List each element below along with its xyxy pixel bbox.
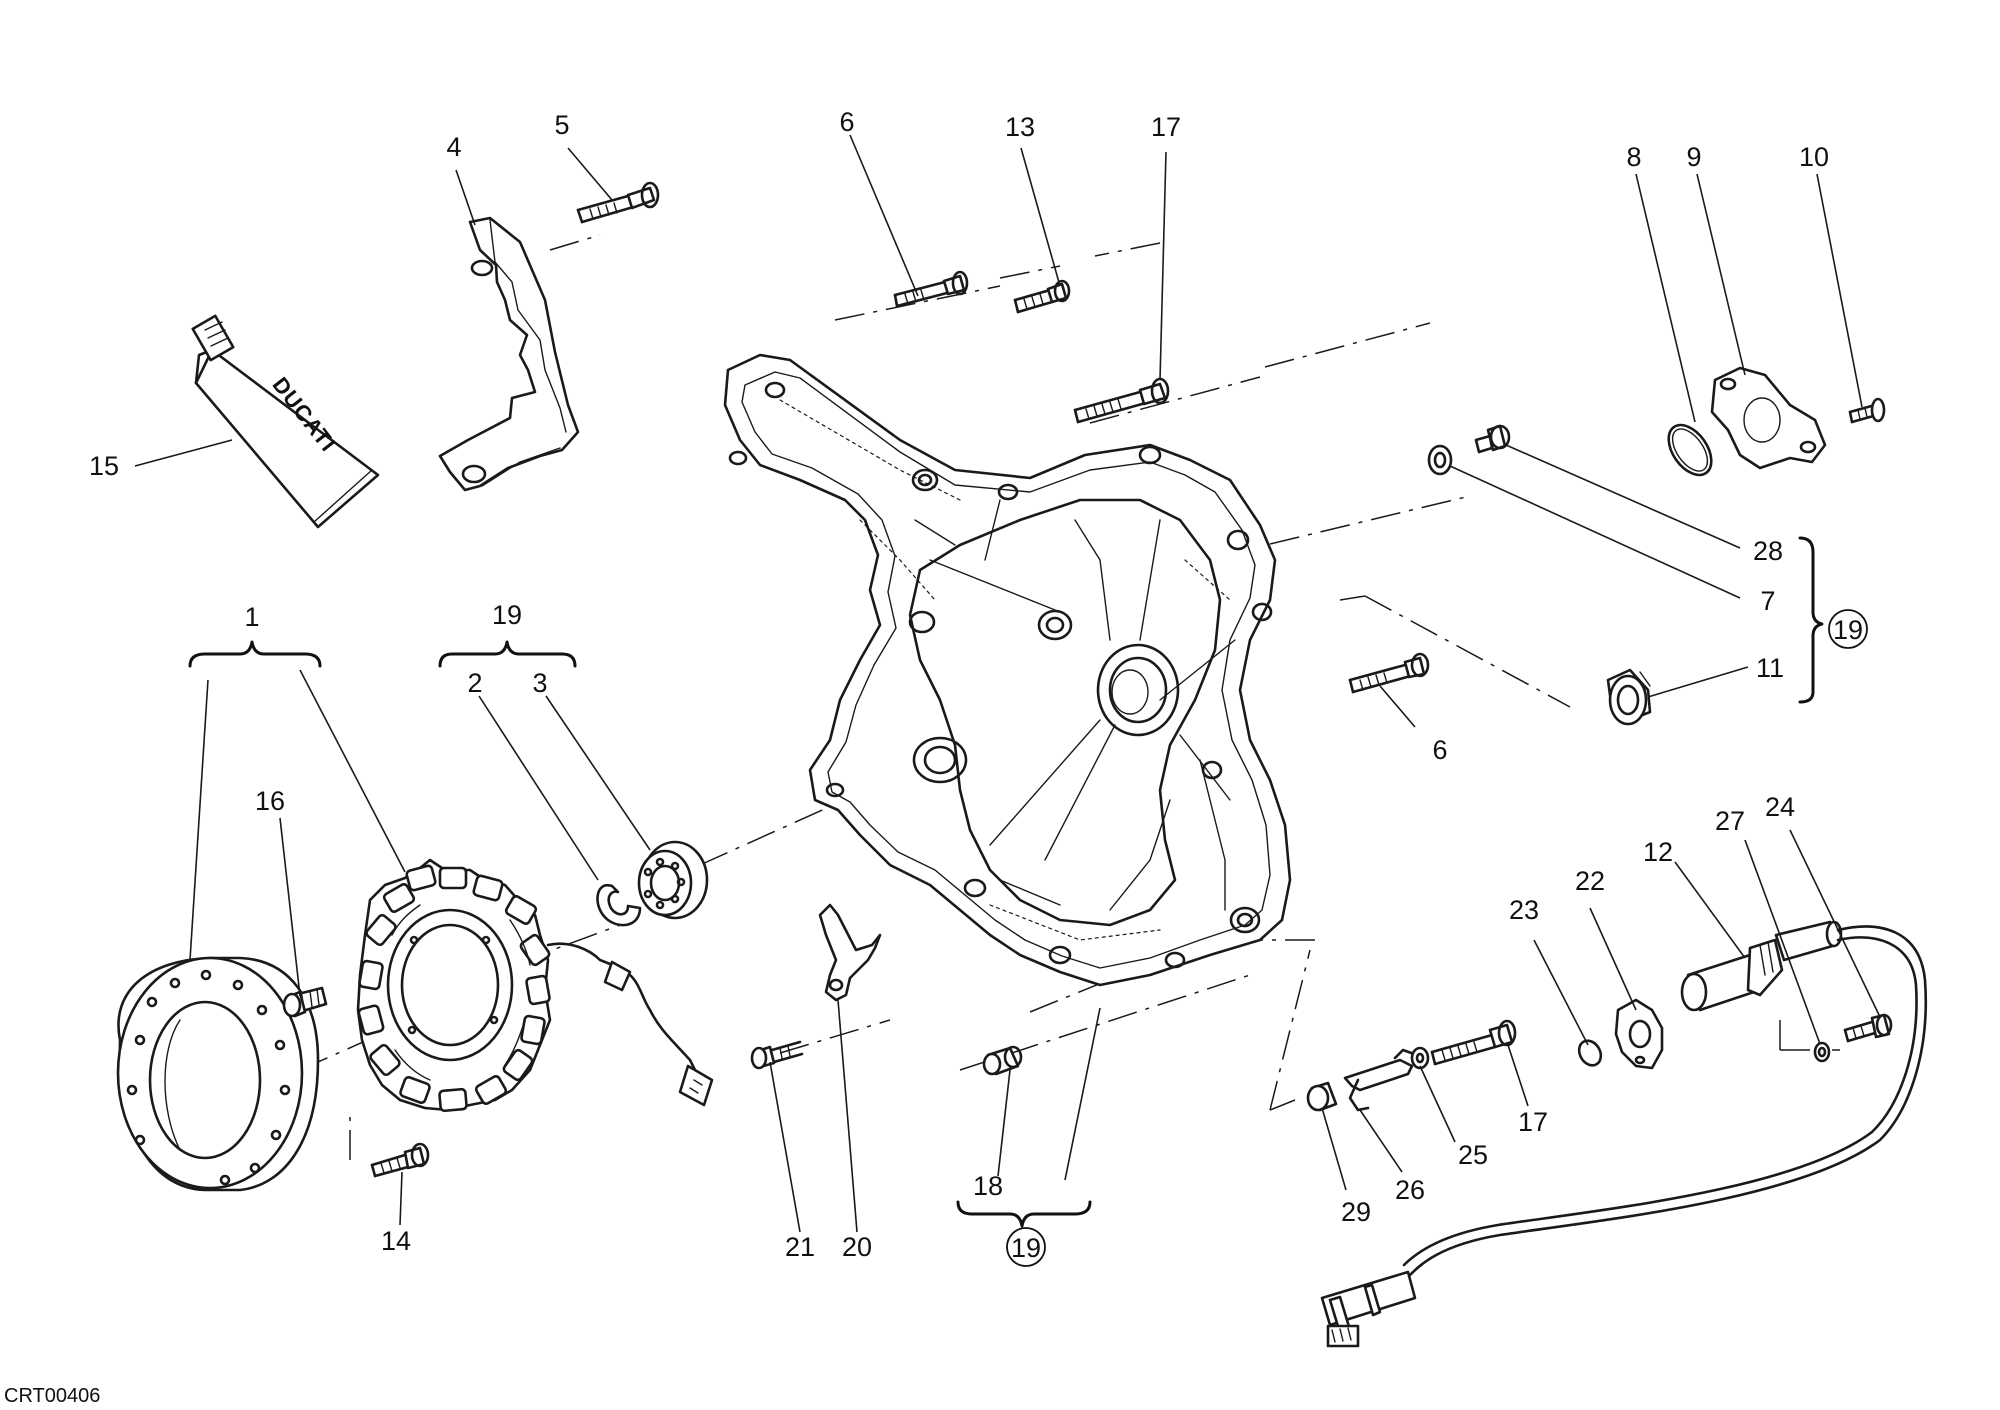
label-part-20: 20 [842, 1232, 872, 1262]
label-part-23: 23 [1509, 895, 1539, 925]
pickup-sensor-part-12 [1680, 920, 1843, 1012]
label-part-5: 5 [554, 110, 569, 140]
group-circle-bottom-label: 19 [1011, 1233, 1041, 1263]
label-part-22: 22 [1575, 866, 1605, 896]
sensor-flange-part-22 [1614, 998, 1664, 1070]
label-part-4: 4 [446, 132, 461, 162]
label-part-29: 29 [1341, 1197, 1371, 1227]
screw-part-28 [1474, 424, 1511, 454]
washer-part-7 [1427, 444, 1453, 476]
label-part-7: 7 [1760, 586, 1775, 616]
label-part-6-right: 6 [1432, 735, 1447, 765]
label-part-9: 9 [1686, 142, 1701, 172]
group-circles: 19 19 [1006, 609, 1868, 1267]
screw-part-17-top [1073, 377, 1170, 424]
label-part-26: 26 [1395, 1175, 1425, 1205]
label-part-14: 14 [381, 1226, 411, 1256]
spacer-part-29 [1306, 1081, 1338, 1112]
o-ring-part-8 [1667, 423, 1713, 477]
label-part-28: 28 [1753, 536, 1783, 566]
cover-bracket-part-4 [438, 216, 580, 492]
label-part-12: 12 [1643, 837, 1673, 867]
label-part-2: 2 [467, 668, 482, 698]
screw-part-13 [1013, 279, 1071, 314]
label-part-13: 13 [1005, 112, 1035, 142]
label-part-19-top: 19 [492, 600, 522, 630]
o-ring-part-23 [1577, 1039, 1603, 1067]
label-part-6-top: 6 [839, 107, 854, 137]
label-part-8: 8 [1626, 142, 1641, 172]
dowel-part-18 [982, 1045, 1023, 1076]
washer-part-25 [1410, 1046, 1430, 1070]
grease-tube-part-15: DUCATI [191, 314, 380, 529]
label-part-17-top: 17 [1151, 112, 1181, 142]
screw-part-5 [576, 181, 660, 224]
brace-part-1 [188, 640, 322, 668]
label-part-16: 16 [255, 786, 285, 816]
label-part-1: 1 [244, 602, 259, 632]
label-part-15: 15 [89, 451, 119, 481]
brace-part-19-right [1798, 536, 1824, 704]
spring-clip-part-26 [1343, 1048, 1416, 1112]
brace-part-19-bottom [956, 1200, 1092, 1228]
sensor-cable [1320, 925, 1927, 1348]
washer-part-27 [1813, 1041, 1831, 1063]
flange-cover-part-9 [1710, 366, 1827, 470]
braces [188, 536, 1824, 1228]
label-part-10: 10 [1799, 142, 1829, 172]
brace-part-19-top [438, 640, 577, 668]
screw-part-14 [370, 1142, 430, 1178]
drawing-code: CRT00406 [4, 1385, 100, 1407]
screw-part-16 [282, 986, 328, 1018]
group-circle-right-label: 19 [1833, 615, 1863, 645]
screw-part-17-bottom [1430, 1019, 1517, 1066]
screw-part-21 [750, 1040, 804, 1070]
alternator-cover [723, 353, 1292, 987]
label-part-24: 24 [1765, 792, 1795, 822]
label-part-27: 27 [1715, 806, 1745, 836]
screw-part-10 [1848, 397, 1886, 424]
label-part-3: 3 [532, 668, 547, 698]
screw-part-24 [1843, 1013, 1893, 1043]
group-circle-right [1828, 609, 1868, 649]
screw-part-6-right [1348, 652, 1430, 694]
leader-lines [134, 134, 1881, 1233]
part-number-labels: 1 2 3 4 5 6 6 7 8 9 10 11 12 13 14 15 16… [89, 107, 1829, 1262]
label-part-21: 21 [785, 1232, 815, 1262]
cable-clip-part-20 [818, 903, 882, 1002]
rotor-part-1 [116, 956, 320, 1192]
oil-seal-part-11 [1606, 668, 1652, 726]
circlip-part-2 [596, 883, 642, 927]
label-part-17-bottom: 17 [1518, 1107, 1548, 1137]
bearing-part-3 [637, 840, 709, 920]
stator [356, 858, 714, 1113]
label-part-18: 18 [973, 1171, 1003, 1201]
label-part-25: 25 [1458, 1140, 1488, 1170]
label-part-11: 11 [1756, 653, 1784, 683]
screw-part-6-top [893, 270, 969, 308]
group-circle-bottom [1006, 1227, 1046, 1267]
